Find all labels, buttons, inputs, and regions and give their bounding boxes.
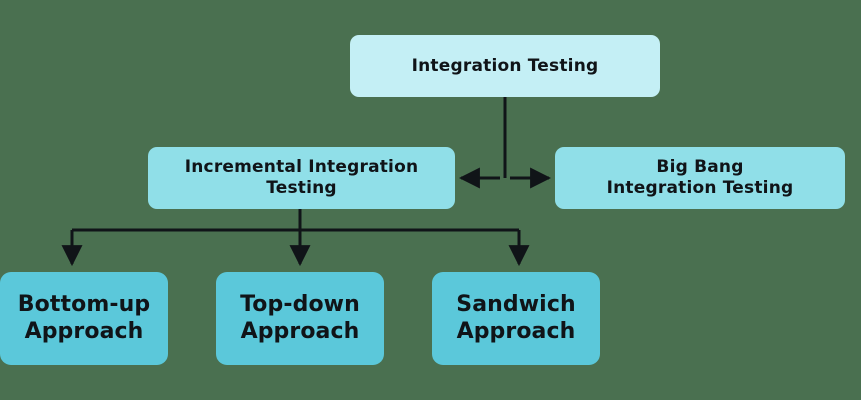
node-incremental-integration-testing[interactable]: Incremental Integration Testing <box>148 147 455 209</box>
node-integration-testing[interactable]: Integration Testing <box>350 35 660 97</box>
node-top-down-approach[interactable]: Top-down Approach <box>216 272 384 365</box>
node-big-bang-integration-testing[interactable]: Big Bang Integration Testing <box>555 147 845 209</box>
node-bottom-up-approach[interactable]: Bottom-up Approach <box>0 272 168 365</box>
node-sandwich-approach[interactable]: Sandwich Approach <box>432 272 600 365</box>
